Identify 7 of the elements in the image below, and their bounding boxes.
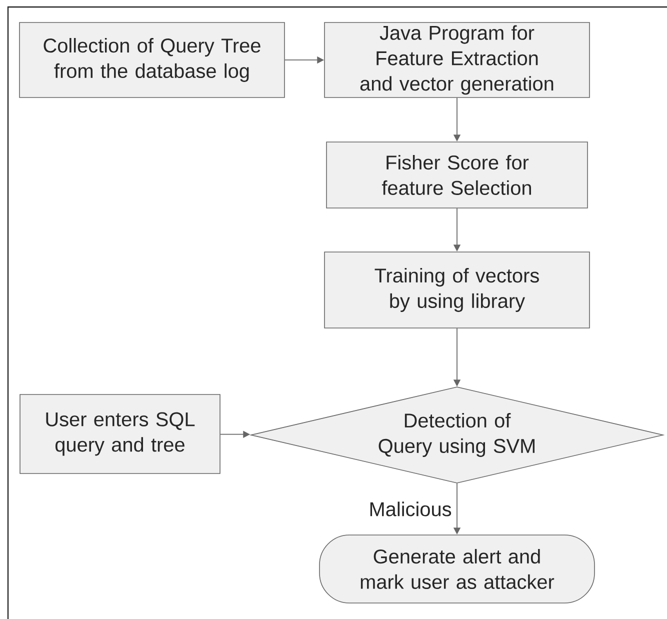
process-box: Collection of Query Tree from the database log: [19, 22, 285, 98]
process-box: Training of vectors by using library: [324, 252, 590, 328]
process-box: User enters SQL query and tree: [20, 394, 220, 474]
process-box: Java Program for Feature Extraction and vector generation: [324, 22, 590, 98]
edge-label: Malicious: [368, 500, 453, 518]
process-box: Fisher Score for feature Selection: [326, 142, 588, 208]
terminal-box: Generate alert and mark user as attacker: [319, 534, 595, 604]
